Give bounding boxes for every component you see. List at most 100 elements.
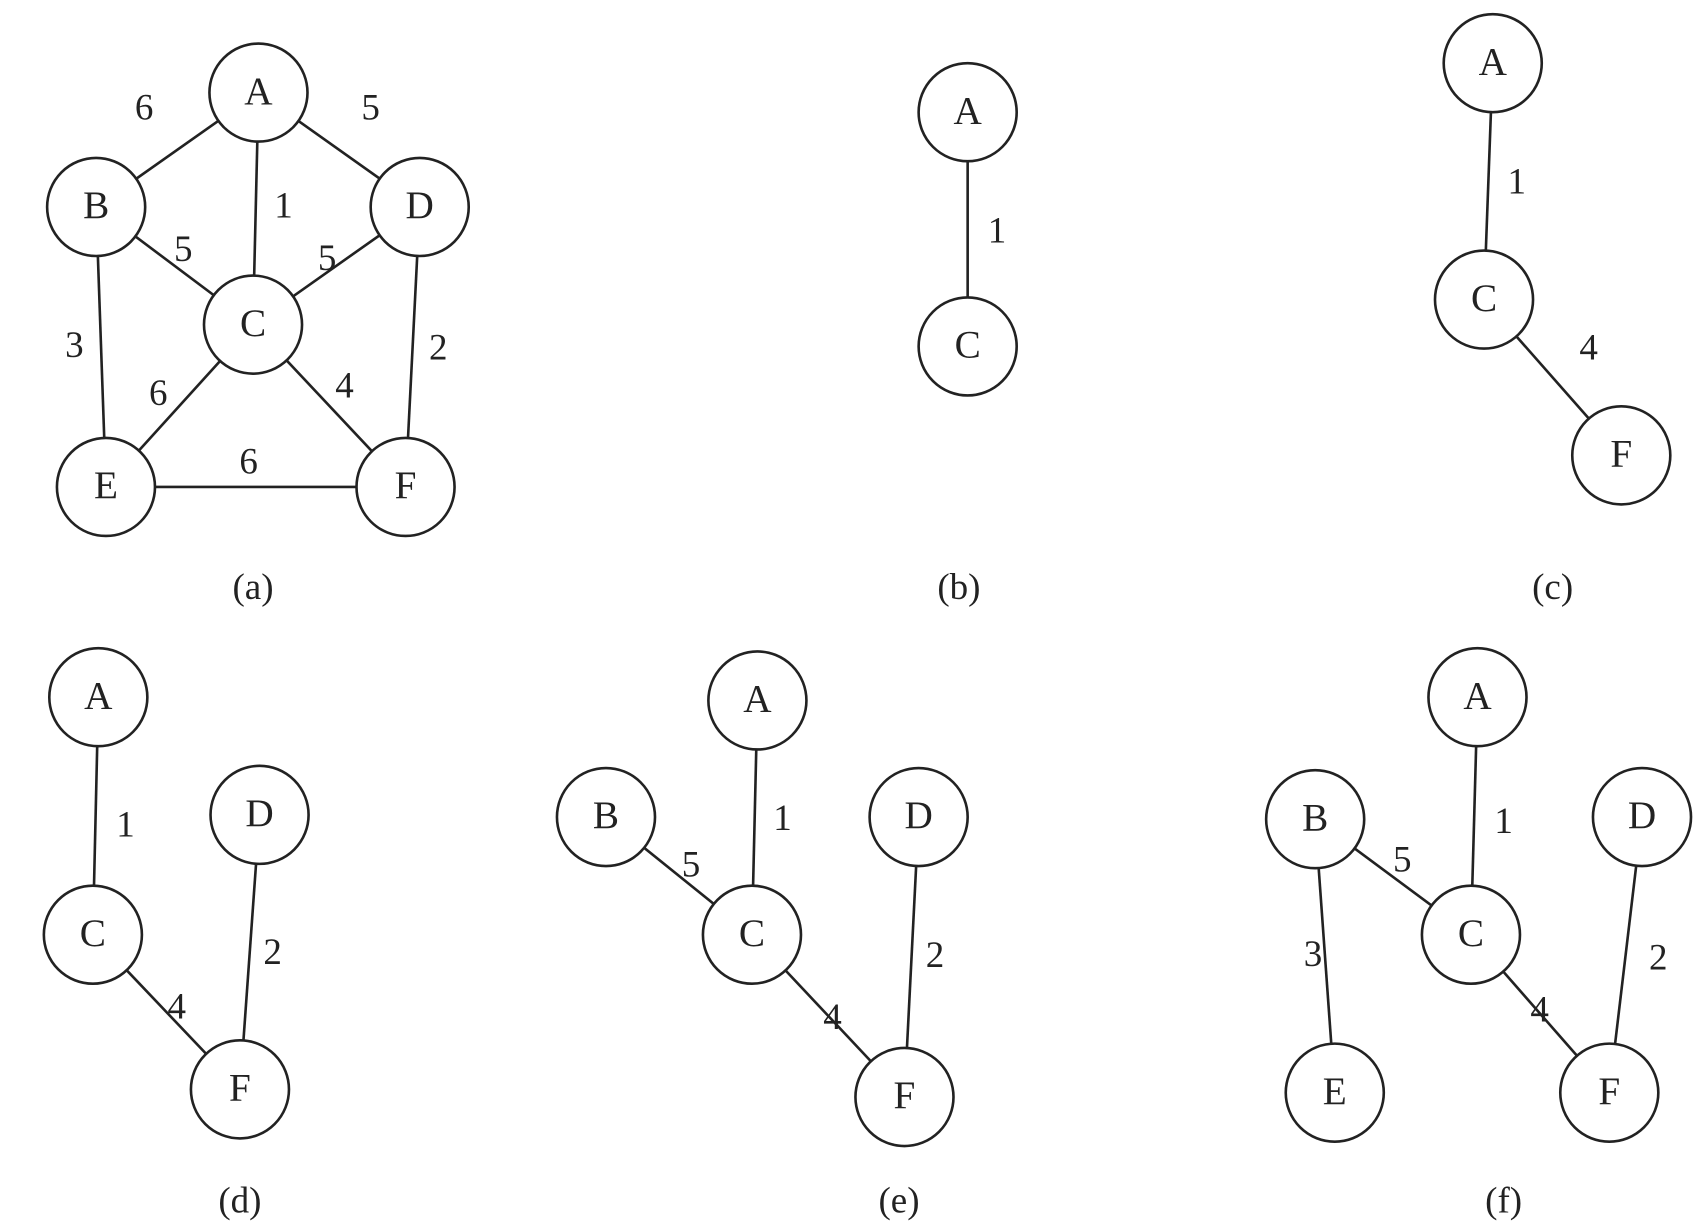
node-C: C bbox=[701, 884, 803, 986]
node-label: A bbox=[743, 678, 772, 721]
node-label: F bbox=[894, 1074, 916, 1117]
panel-caption: (f) bbox=[1485, 1180, 1522, 1221]
node-circle bbox=[202, 274, 304, 375]
node-C: C bbox=[1433, 249, 1535, 350]
node-label: C bbox=[739, 912, 765, 955]
node-label: D bbox=[245, 792, 273, 835]
node-label: E bbox=[94, 464, 118, 507]
node-D: D bbox=[868, 766, 969, 868]
node-B: B bbox=[1264, 768, 1366, 870]
node-E: E bbox=[55, 436, 157, 538]
panel-caption: (d) bbox=[218, 1180, 261, 1221]
node-circle bbox=[55, 436, 157, 538]
node-F: F bbox=[189, 1039, 291, 1140]
edge-weight-A-C: 1 bbox=[116, 804, 135, 845]
node-circle bbox=[854, 1046, 955, 1148]
node-circle bbox=[209, 764, 310, 866]
edge-weight-D-F: 2 bbox=[926, 935, 945, 976]
node-D: D bbox=[1591, 766, 1693, 868]
edge-weight-C-F: 4 bbox=[1579, 327, 1598, 368]
node-label: F bbox=[1598, 1070, 1620, 1113]
edge-weight-E-F: 6 bbox=[239, 442, 258, 483]
edge-weight-B-C: 5 bbox=[174, 229, 193, 270]
node-label: C bbox=[1458, 912, 1484, 955]
node-D: D bbox=[369, 156, 471, 258]
edge-weight-C-F: 4 bbox=[1530, 990, 1549, 1031]
node-label: F bbox=[395, 464, 417, 507]
edge-weight-A-C: 1 bbox=[773, 798, 792, 839]
node-label: A bbox=[1479, 40, 1508, 83]
node-label: F bbox=[1610, 433, 1632, 476]
node-B: B bbox=[45, 156, 147, 258]
edge-weight-D-F: 2 bbox=[263, 932, 282, 973]
edge-weight-A-C: 1 bbox=[988, 211, 1007, 252]
node-circle bbox=[1420, 884, 1522, 986]
node-circle bbox=[189, 1039, 291, 1140]
edge-weight-B-E: 3 bbox=[1304, 934, 1323, 975]
node-circle bbox=[45, 156, 147, 258]
panel-caption: (e) bbox=[878, 1180, 919, 1221]
node-C: C bbox=[202, 274, 304, 375]
edge-weight-B-C: 5 bbox=[1393, 839, 1412, 880]
node-circle bbox=[1591, 766, 1693, 868]
node-label: C bbox=[80, 912, 106, 955]
node-circle bbox=[42, 884, 144, 986]
node-circle bbox=[1427, 646, 1528, 748]
node-label: B bbox=[1302, 796, 1328, 839]
node-circle bbox=[1570, 405, 1672, 506]
edge-weight-A-C: 1 bbox=[1507, 162, 1526, 203]
node-circle bbox=[355, 436, 456, 538]
node-F: F bbox=[1570, 405, 1672, 506]
edge-weight-A-D: 5 bbox=[361, 88, 380, 129]
node-A: A bbox=[707, 650, 808, 751]
node-circle bbox=[917, 296, 1018, 397]
node-circle bbox=[369, 156, 471, 258]
node-A: A bbox=[917, 61, 1018, 163]
node-circle bbox=[1558, 1042, 1660, 1143]
node-label: C bbox=[1471, 277, 1497, 320]
panel-caption: (b) bbox=[937, 567, 980, 608]
node-label: D bbox=[1628, 794, 1656, 837]
node-circle bbox=[707, 650, 808, 751]
node-label: A bbox=[1463, 674, 1492, 717]
node-label: A bbox=[244, 70, 273, 113]
node-D: D bbox=[209, 764, 310, 866]
panel-d: 1 2 4 A C D F (d) bbox=[42, 646, 310, 1221]
edge-weight-C-F: 4 bbox=[168, 986, 187, 1027]
node-A: A bbox=[208, 42, 309, 143]
node-A: A bbox=[1442, 12, 1544, 114]
node-circle bbox=[1433, 249, 1535, 350]
node-circle bbox=[555, 766, 657, 868]
edge-weight-B-C: 5 bbox=[682, 845, 701, 886]
edge-weight-A-C: 1 bbox=[274, 186, 293, 227]
node-label: B bbox=[83, 184, 109, 227]
edge-weight-D-F: 2 bbox=[1649, 937, 1668, 978]
node-label: E bbox=[1323, 1070, 1347, 1113]
node-circle bbox=[47, 646, 149, 748]
edge-weight-B-E: 3 bbox=[65, 325, 84, 366]
panel-f: 5 1 2 3 4 A B C D E F (f) bbox=[1264, 646, 1693, 1221]
edge-weight-C-F: 4 bbox=[335, 365, 354, 406]
panel-b: 1 A C (b) bbox=[917, 61, 1018, 608]
edge-weight-A-B: 6 bbox=[135, 88, 154, 129]
edge-weight-A-C: 1 bbox=[1494, 801, 1513, 842]
node-circle bbox=[868, 766, 969, 868]
edge-weight-D-F: 2 bbox=[429, 327, 448, 368]
node-label: C bbox=[955, 324, 981, 367]
node-F: F bbox=[854, 1046, 955, 1148]
node-circle bbox=[917, 61, 1018, 163]
node-A: A bbox=[47, 646, 149, 748]
edge-weight-C-E: 6 bbox=[149, 373, 168, 414]
node-circle bbox=[1264, 768, 1366, 870]
node-circle bbox=[208, 42, 309, 143]
panel-caption: (a) bbox=[232, 567, 273, 608]
node-label: A bbox=[953, 89, 982, 132]
panel-caption: (c) bbox=[1532, 567, 1573, 608]
node-F: F bbox=[355, 436, 456, 538]
node-A: A bbox=[1427, 646, 1528, 748]
node-circle bbox=[701, 884, 803, 986]
